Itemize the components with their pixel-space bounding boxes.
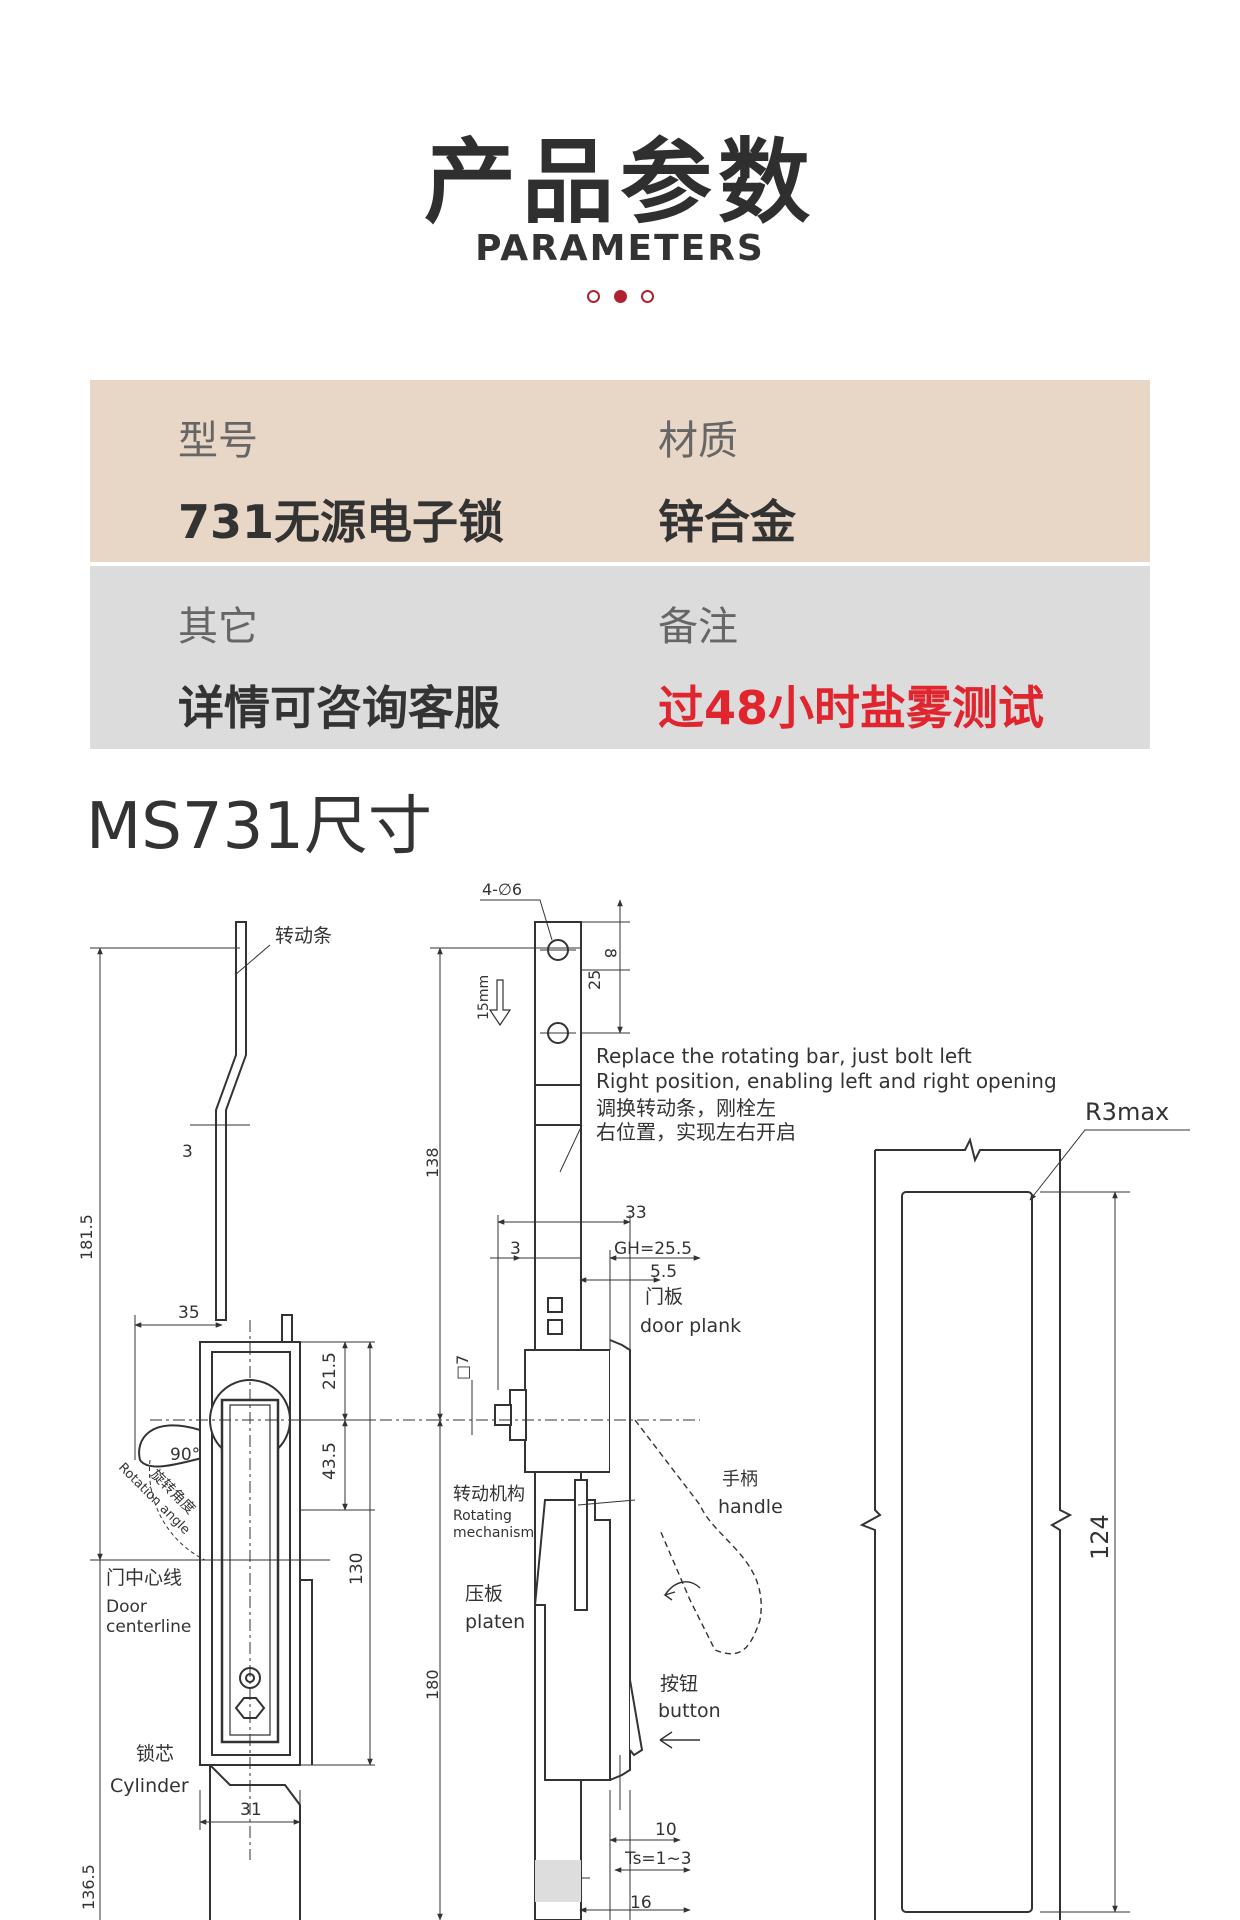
cylinder-en: Cylinder xyxy=(110,1775,189,1797)
dim-124: 124 xyxy=(1086,1514,1114,1560)
door-plank-cn: 门板 xyxy=(645,1286,683,1308)
params-row-other-note: 其它 详情可咨询客服 备注 过48小时盐雾测试 xyxy=(90,566,1150,749)
param-value: 731无源电子锁 xyxy=(178,495,505,549)
platen-en: platen xyxy=(465,1611,525,1633)
door-centerline-cn: 门中心线 xyxy=(106,1567,182,1589)
param-value: 锌合金 xyxy=(658,495,796,549)
dot-icon xyxy=(640,290,654,303)
mechanism-cn: 转动机构 xyxy=(453,1484,525,1505)
handle-shape xyxy=(220,1398,280,1744)
param-note: 备注 过48小时盐雾测试 xyxy=(658,594,1044,738)
dim-35: 35 xyxy=(178,1303,200,1323)
param-value-highlight: 过48小时盐雾测试 xyxy=(658,681,1045,735)
dim-8: 8 xyxy=(601,948,620,958)
dim-138: 138 xyxy=(423,1147,442,1178)
mechanism-en2: mechanism xyxy=(453,1525,534,1541)
params-row-model-material: 型号 731无源电子锁 材质 锌合金 xyxy=(90,380,1150,562)
dim-136-5: 136.5 xyxy=(79,1864,98,1910)
dot-icon xyxy=(613,290,627,303)
handle-dashed xyxy=(634,1419,762,1655)
dim-10: 10 xyxy=(655,1820,677,1840)
mechanism-en1: Rotating xyxy=(453,1508,512,1524)
button-cn: 按钮 xyxy=(660,1673,698,1695)
platen-cn: 压板 xyxy=(465,1583,503,1605)
page-subtitle: PARAMETERS xyxy=(475,228,765,269)
cutout-inner xyxy=(901,1191,1033,1913)
dimension-drawing: 转动条 181.5 3 35 21.5 43.5 130 90° 旋转角度 Ro… xyxy=(77,880,1190,1920)
mechanism-body xyxy=(524,1349,611,1473)
param-label: 备注 xyxy=(658,604,738,650)
note-en-line1: Replace the rotating bar, just bolt left xyxy=(596,1044,972,1068)
dim-180: 180 xyxy=(423,1669,442,1700)
dim-33: 33 xyxy=(625,1203,647,1223)
platen xyxy=(533,1499,611,1781)
gh-value: GH=25.5 xyxy=(614,1239,692,1259)
side-dims xyxy=(430,899,701,1920)
rotating-bar-shape xyxy=(215,921,247,1321)
cutout-view xyxy=(859,1129,1190,1920)
param-material: 材质 锌合金 xyxy=(658,408,796,552)
param-label: 型号 xyxy=(178,418,258,464)
door-centerline-en1: Door xyxy=(106,1597,147,1617)
label-rotating-bar: 转动条 xyxy=(275,925,332,947)
note-en-line2: Right position, enabling left and right … xyxy=(596,1069,1057,1093)
note-cn-line1: 调换转动条，刚栓左 xyxy=(596,1096,776,1120)
ts-value: Ts=1~3 xyxy=(624,1849,692,1869)
cylinder-cn: 锁芯 xyxy=(136,1743,174,1765)
dim-25: 25 xyxy=(585,970,604,990)
dim-3-left: 3 xyxy=(182,1142,193,1162)
dot-icon xyxy=(586,290,600,303)
dim-130: 130 xyxy=(347,1553,367,1585)
dim-16: 16 xyxy=(630,1893,652,1913)
button-en: button xyxy=(658,1700,721,1722)
button-shape xyxy=(629,1679,644,1757)
front-view xyxy=(90,921,440,1920)
param-other: 其它 详情可咨询客服 xyxy=(178,594,500,738)
dim-181-5: 181.5 xyxy=(77,1214,96,1260)
door-plank-en: door plank xyxy=(640,1315,741,1337)
note-cn-line2: 右位置，实现左右开启 xyxy=(596,1120,796,1144)
cutout-outer xyxy=(859,1137,1073,1920)
handle-en: handle xyxy=(718,1496,783,1518)
dim-90-deg: 90° xyxy=(170,1445,200,1465)
front-dims xyxy=(90,944,440,1920)
param-value: 详情可咨询客服 xyxy=(178,681,500,735)
dim-43-5: 43.5 xyxy=(320,1442,340,1480)
param-label: 其它 xyxy=(178,604,258,650)
door-plank xyxy=(609,1339,631,1781)
param-label: 材质 xyxy=(658,418,738,464)
side-view xyxy=(430,899,762,1920)
handle-cn: 手柄 xyxy=(722,1469,758,1490)
param-model: 型号 731无源电子锁 xyxy=(178,408,504,552)
dim-31: 31 xyxy=(240,1800,262,1820)
hole-spec: 4-∅6 xyxy=(482,880,522,899)
square-7: □7 xyxy=(453,1355,472,1380)
dim-5-5: 5.5 xyxy=(650,1262,677,1282)
r3max: R3max xyxy=(1085,1098,1169,1126)
dim-3-mid: 3 xyxy=(510,1239,521,1259)
lever-shape xyxy=(138,1424,217,1468)
dimensions-title: MS731尺寸 xyxy=(86,790,432,864)
dim-15mm: 15mm xyxy=(476,975,492,1020)
page-title: 产品参数 xyxy=(423,129,816,236)
dim-21-5: 21.5 xyxy=(320,1352,340,1390)
door-centerline-en2: centerline xyxy=(106,1617,191,1637)
decorative-dots xyxy=(0,290,1240,303)
